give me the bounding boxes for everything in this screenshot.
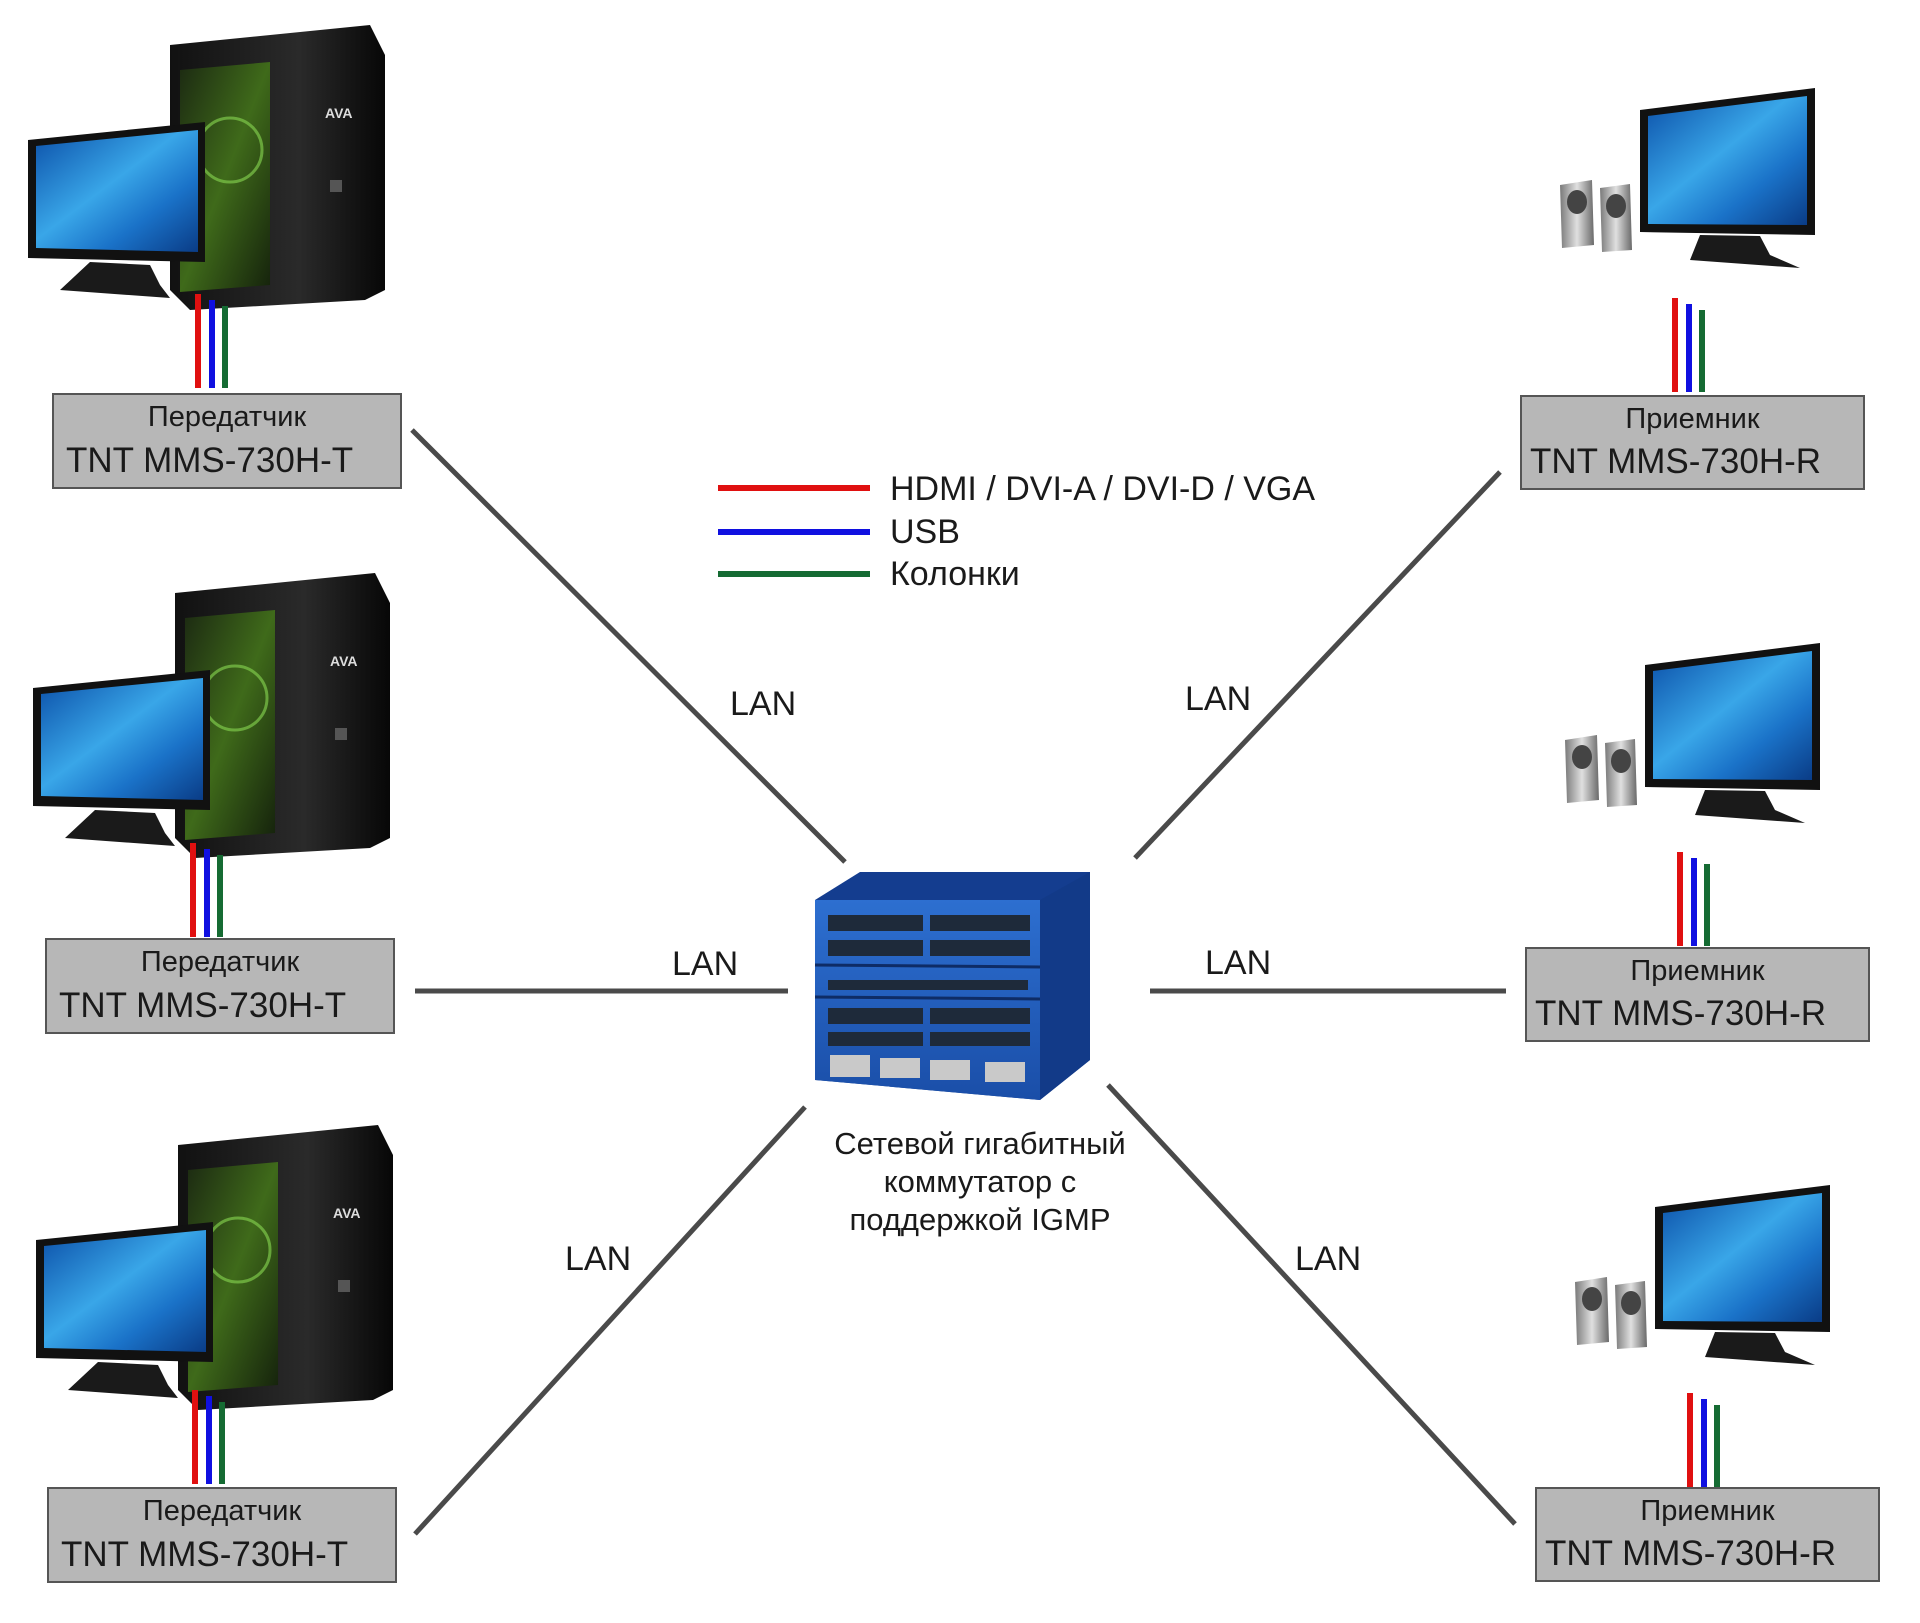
receiver-box-2: Приемник TNT MMS-730H-R [1525,947,1870,1042]
transmitter-title: Передатчик [140,946,300,978]
receiver-box-3: Приемник TNT MMS-730H-R [1535,1487,1880,1582]
cable-bundle [1675,298,1702,392]
lan-label: LAN [1295,1240,1362,1278]
receiver-title: Приемник [1640,1495,1775,1527]
transmitter-title: Передатчик [147,401,307,433]
workstation-icon [26,23,387,312]
transmitter-title: Передатчик [142,1495,302,1527]
legend-label-hdmi: HDMI / DVI-A / DVI-D / VGA [890,470,1316,508]
lan-link-rx-1 [1133,470,1502,860]
lan-label: LAN [730,685,797,723]
legend-label-speakers: Колонки [890,555,1020,593]
receiver-title: Приемник [1630,955,1765,987]
transmitter-model: TNT MMS-730H-T [59,986,347,1025]
transmitter-box-3: Передатчик TNT MMS-730H-T [47,1487,397,1583]
receiver-model: TNT MMS-730H-R [1535,994,1827,1033]
transmitter-box-1: Передатчик TNT MMS-730H-T [52,393,402,489]
workstation-icon [31,571,392,860]
transmitter-model: TNT MMS-730H-T [61,1535,349,1574]
display-speakers-icon [1565,643,1820,823]
lan-label: LAN [1205,944,1272,982]
switch-caption-line-3: поддержкой IGMP [849,1202,1111,1237]
receiver-model: TNT MMS-730H-R [1530,442,1822,481]
lan-label: LAN [565,1240,632,1278]
receiver-title: Приемник [1625,403,1760,435]
network-switch-icon [814,872,1090,1100]
lan-link-rx-3 [1106,1083,1517,1526]
transmitter-box-2: Передатчик TNT MMS-730H-T [45,938,395,1034]
display-speakers-icon [1560,88,1815,268]
lan-label: LAN [1185,680,1252,718]
display-speakers-icon [1575,1185,1830,1365]
lan-label: LAN [672,945,739,983]
workstation-icon [34,1123,395,1412]
legend-swatches [718,485,870,577]
switch-caption: Сетевой гигабитный коммутатор с поддержк… [790,1125,1170,1239]
lan-link-tx-1 [410,428,847,864]
switch-caption-line-1: Сетевой гигабитный [834,1126,1126,1161]
legend-label-usb: USB [890,513,960,551]
receiver-box-1: Приемник TNT MMS-730H-R [1520,395,1865,490]
transmitter-model: TNT MMS-730H-T [66,441,354,480]
cable-bundle [1690,1393,1717,1487]
receiver-model: TNT MMS-730H-R [1545,1534,1837,1573]
lan-links [410,428,1517,1536]
cable-bundle [1680,852,1707,946]
lan-link-tx-3 [413,1105,807,1536]
switch-caption-line-2: коммутатор с [883,1164,1077,1199]
